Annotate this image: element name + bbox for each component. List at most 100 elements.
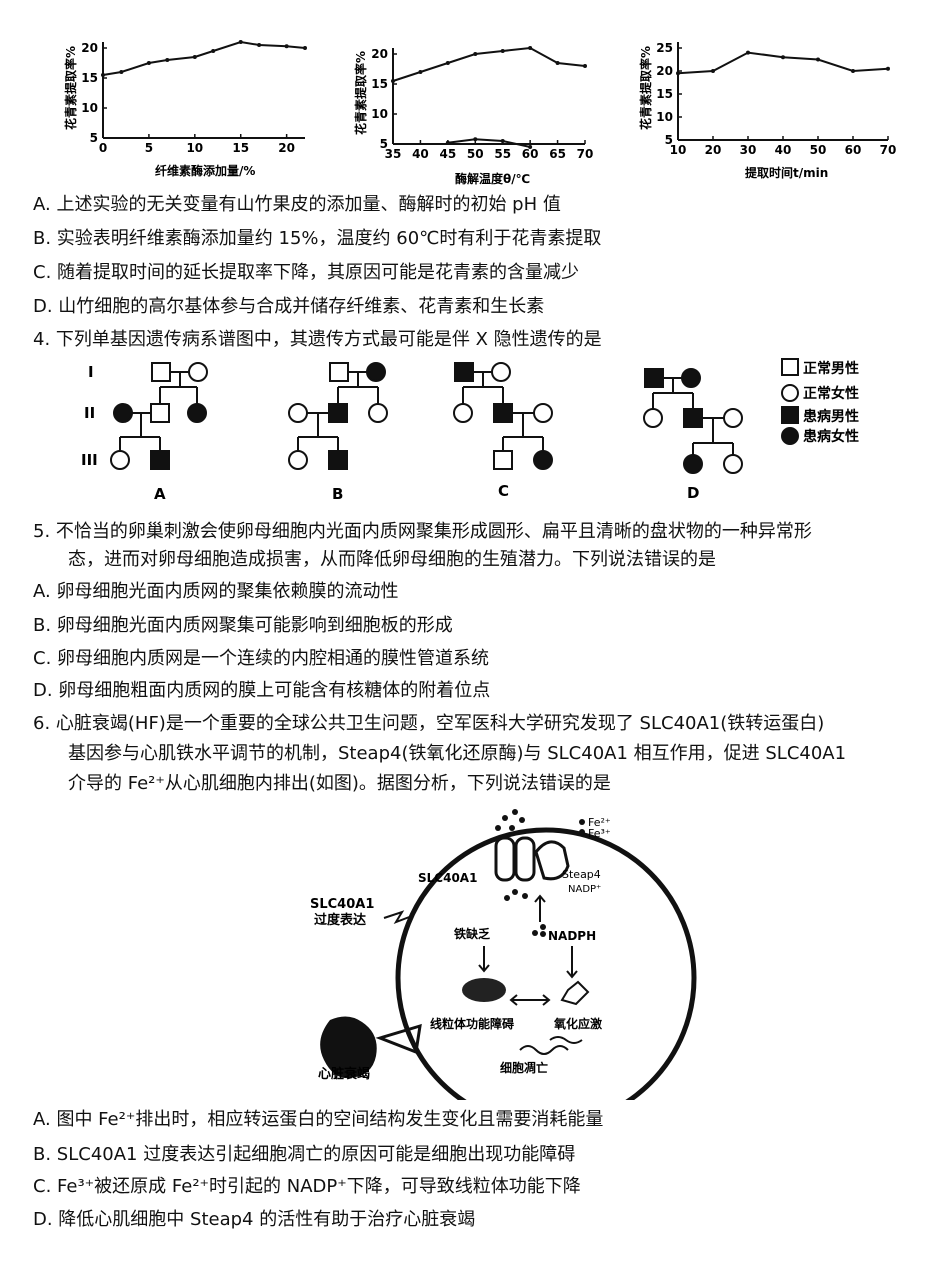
x-tick-label: 70 — [880, 143, 897, 157]
slc40a1-protein-right — [514, 836, 536, 882]
q6-option-c: C. Fe³⁺被还原成 Fe²⁺时引起的 NADP⁺下降，可导致线粒体功能下降 — [33, 1176, 581, 1197]
slc40a1-protein-left — [494, 836, 516, 882]
c-iii-affected-female — [533, 450, 553, 470]
c-i-affected-male — [454, 362, 474, 382]
q4-stem: 4. 下列单基因遗传病系谱图中，其遗传方式最可能是伴 X 隐性遗传的是 — [33, 329, 602, 350]
y-tick-label: 5 — [380, 137, 388, 151]
d-ii-female-2 — [723, 408, 743, 428]
d-ii-female — [643, 408, 663, 428]
q5-stem-line-2: 态，进而对卵母细胞造成损害，从而降低卵母细胞的生殖潜力。下列说法错误的是 — [68, 549, 716, 570]
x-tick-label: 5 — [145, 141, 153, 155]
y-tick-label: 10 — [371, 107, 388, 121]
panel-label-c: C — [498, 482, 509, 500]
data-point — [445, 140, 450, 145]
y-tick-label: 25 — [656, 41, 673, 55]
mitochondria-icon — [462, 978, 506, 1002]
x-tick-label: 30 — [740, 143, 757, 157]
x-tick-label: 70 — [577, 147, 594, 161]
q6-stem-line-1: 6. 心脏衰竭(HF)是一个重要的全球公共卫生问题，空军医科大学研究发现了 SL… — [33, 713, 825, 734]
apoptosis-label: 细胞凋亡 — [500, 1060, 548, 1075]
y-axis-label: 花青素提取率% — [353, 51, 368, 135]
q5-option-b: B. 卵母细胞光面内质网聚集可能影响到细胞板的形成 — [33, 615, 453, 636]
slc40a1-label: SLC40A1 — [418, 871, 477, 885]
series-line — [102, 40, 306, 76]
q5-option-a: A. 卵母细胞光面内质网的聚集依赖膜的流动性 — [33, 581, 399, 602]
y-tick-label: 10 — [81, 101, 98, 115]
data-point — [528, 46, 533, 50]
oxidative-stress-icon — [560, 980, 590, 1006]
a-ii-affected-female — [113, 403, 133, 423]
c-iii-male — [493, 450, 513, 470]
x-tick-label: 10 — [186, 141, 203, 155]
b-iii-female — [288, 450, 308, 470]
overexpression-label-2: 过度表达 — [314, 912, 366, 928]
x-tick-label: 55 — [494, 147, 511, 161]
legend-affected-male: 患病男性 — [803, 408, 859, 425]
c-ii-female — [453, 403, 473, 423]
q3-option-b: B. 实验表明纤维素酶添加量约 15%，温度约 60℃时有利于花青素提取 — [33, 228, 602, 249]
q6-stem-line-2: 基因参与心肌铁水平调节的机制，Steap4(铁氧化还原酶)与 SLC40A1 相… — [68, 743, 847, 764]
b-i-male — [329, 362, 349, 382]
q5-stem-line-1: 5. 不恰当的卵巢刺激会使卵母细胞内光面内质网聚集形成圆形、扁平且清晰的盘状物的… — [33, 521, 812, 542]
data-point — [555, 61, 560, 65]
gen-label-i: I — [88, 363, 94, 381]
data-point — [746, 50, 750, 55]
x-tick-label: 50 — [467, 147, 484, 161]
x-tick-label: 40 — [412, 147, 429, 161]
data-point — [303, 46, 307, 50]
b-i-affected-female — [366, 362, 386, 382]
x-tick-label: 10 — [670, 143, 687, 157]
fe-dots — [495, 809, 585, 937]
y-tick-label: 20 — [656, 64, 673, 78]
data-point — [192, 55, 197, 59]
x-tick-label: 0 — [99, 141, 107, 155]
x-tick-label: 50 — [810, 143, 827, 157]
x-tick-label: 65 — [549, 147, 566, 161]
q6-stem-line-3: 介导的 Fe²⁺从心肌细胞内排出(如图)。据图分析，下列说法错误的是 — [68, 773, 611, 794]
data-point — [676, 71, 680, 76]
panel-label-d: D — [687, 484, 699, 502]
heart-failure-label: 心脏衰竭 — [318, 1066, 370, 1082]
a-iii-female — [110, 450, 130, 470]
data-point — [711, 69, 715, 73]
a-ii-male — [150, 403, 170, 423]
data-point — [146, 61, 151, 65]
gen-label-ii: II — [84, 404, 95, 422]
data-point — [500, 49, 505, 53]
data-point — [583, 64, 587, 68]
data-point — [473, 137, 478, 142]
q6-option-a: A. 图中 Fe²⁺排出时，相应转运蛋白的空间结构发生变化且需要消耗能量 — [33, 1109, 604, 1130]
c-i-female — [491, 362, 511, 382]
b-ii-affected-male — [328, 403, 348, 423]
d-iii-affected-female — [683, 454, 703, 474]
d-i-affected-male — [644, 368, 664, 388]
y-axis-label: 花青素提取率% — [638, 46, 653, 130]
nadp-label: NADP⁺ — [568, 884, 601, 895]
x-axis-label: 酶解温度θ/℃ — [455, 171, 530, 186]
y-tick-label: 5 — [90, 131, 98, 145]
a-iii-affected-male — [150, 450, 170, 470]
q3-option-d: D. 山竹细胞的高尔基体参与合成并储存纤维素、花青素和生长素 — [33, 296, 545, 317]
a-i-female — [188, 362, 208, 382]
data-point — [211, 49, 216, 53]
mitochondria-label: 线粒体功能障碍 — [430, 1016, 514, 1031]
q5-option-d: D. 卵母细胞粗面内质网的膜上可能含有核糖体的附着位点 — [33, 680, 491, 701]
data-point — [500, 139, 505, 143]
d-iii-female — [723, 454, 743, 474]
legend-normal-male: 正常男性 — [803, 360, 859, 377]
q3-option-c: C. 随着提取时间的延长提取率下降，其原因可能是花青素的含量减少 — [33, 262, 580, 283]
y-tick-label: 15 — [656, 87, 673, 101]
b-iii-affected-male — [328, 450, 348, 470]
cell-membrane — [395, 827, 697, 1100]
pedigree-figure: I II III A B C D 正常男性 正常女性 患病男性 患病女性 — [81, 358, 859, 503]
data-point — [101, 73, 105, 77]
x-axis-label: 提取时间t/min — [745, 165, 828, 180]
fe3-label: Fe³⁺ — [588, 827, 611, 840]
data-point — [119, 70, 124, 74]
q6-option-b: B. SLC40A1 过度表达引起细胞凋亡的原因可能是细胞出现功能障碍 — [33, 1144, 576, 1165]
data-point — [238, 40, 243, 44]
data-point — [257, 43, 262, 47]
